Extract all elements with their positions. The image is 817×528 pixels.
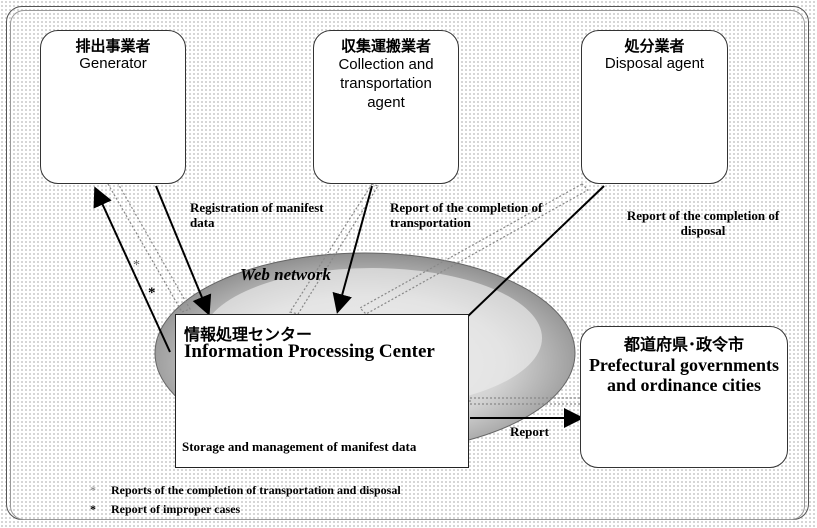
prefecture-title-jp: 都道府県･政令市 (623, 335, 744, 354)
information-processing-center: 情報処理センター Information Processing Center S… (175, 314, 469, 468)
disposal-title-jp: 処分業者 (624, 37, 685, 55)
prefecture-title-en: Prefectural governments and ordinance ci… (588, 355, 780, 395)
arrow-improper-report (93, 186, 171, 353)
collection-title-en: Collection and transportation agent (338, 56, 434, 111)
legend-item: * Report of improper cases (90, 502, 240, 517)
flow-arrows (93, 185, 605, 428)
collection-node: 収集運搬業者 Collection and transportation age… (313, 30, 459, 184)
collection-title-jp: 収集運搬業者 (340, 37, 431, 55)
arrow-registration (155, 185, 212, 316)
legend-item: * Reports of the completion of transport… (90, 483, 401, 498)
legend-symbol-bold: * (90, 502, 96, 516)
label-transport-completion: Report of the completion of transportati… (390, 200, 543, 230)
label-registration: Registration of manifest data (190, 200, 324, 230)
ipc-title-jp: 情報処理センター (184, 325, 313, 344)
legend-symbol-hollow: * (90, 483, 96, 497)
generator-title-en: Generator (79, 55, 147, 72)
legend-text-improper: Report of improper cases (111, 502, 241, 516)
generator-title-jp: 排出事業者 (75, 37, 151, 55)
label-disposal-completion: Report of the completion of disposal (626, 208, 780, 238)
web-network-label: Web network (240, 265, 331, 284)
arrow-transport-completion (332, 185, 373, 314)
disposal-node: 処分業者 Disposal agent (581, 30, 728, 184)
label-report: Report (510, 424, 549, 439)
marker-hollow-star: * (133, 258, 140, 273)
arrow-disposal-completion (440, 185, 605, 343)
legend-text-completion: Reports of the completion of transportat… (111, 483, 401, 497)
marker-bold-star: * (148, 285, 156, 301)
disposal-title-en: Disposal agent (604, 55, 705, 72)
ipc-caption: Storage and management of manifest data (182, 439, 417, 454)
prefecture-node: 都道府県･政令市 Prefectural governments and ord… (580, 326, 788, 468)
ipc-title-en: Information Processing Center (184, 341, 435, 362)
generator-node: 排出事業者 Generator (40, 30, 186, 184)
outer-frame-inner (10, 10, 805, 520)
